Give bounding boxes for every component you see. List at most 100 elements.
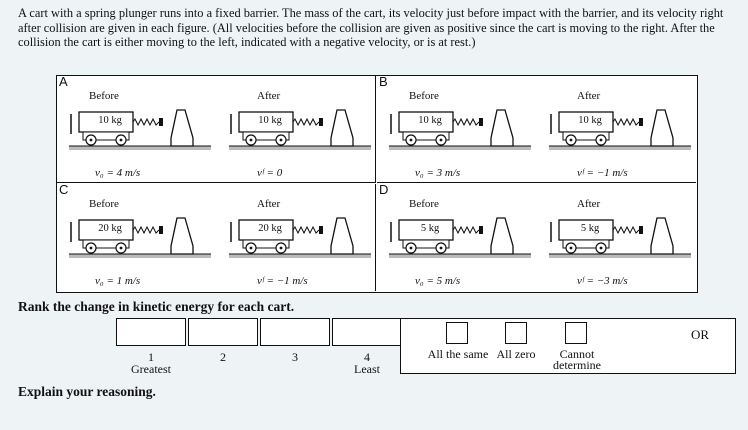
rank-number-4: 4 — [364, 350, 370, 364]
ground-floor — [229, 146, 371, 150]
wheel-hub — [89, 138, 93, 142]
cart-diagram — [229, 217, 371, 258]
velocity-after: vᶠ = −1 m/s — [257, 275, 308, 287]
wheel-hub — [249, 246, 253, 250]
velocity-before: v₀ = 4 m/s — [95, 167, 141, 179]
rank-box-2[interactable] — [188, 318, 258, 346]
wheel-hub — [599, 246, 603, 250]
wheel-hub — [119, 246, 123, 250]
wheel-axle — [242, 239, 290, 249]
rank-number-3: 3 — [292, 350, 298, 364]
cart-mass-label: 10 kg — [258, 115, 282, 126]
wheel-axle — [562, 239, 610, 249]
wheel-axle — [242, 131, 290, 141]
greatest-label: Greatest — [131, 362, 171, 376]
ground-floor — [549, 254, 691, 258]
wheel-hub — [249, 138, 253, 142]
barrier-icon — [650, 109, 674, 147]
cart-mass-label: 5 kg — [580, 223, 600, 234]
panel-label: A — [59, 74, 68, 89]
barrier-icon — [490, 217, 514, 255]
wheel-axle — [82, 239, 130, 249]
after-caption: After — [257, 90, 281, 102]
ground-floor — [549, 146, 691, 150]
ground-floor — [229, 254, 371, 258]
or-label: OR — [691, 327, 710, 342]
barrier-icon — [490, 109, 514, 147]
spring-icon — [292, 225, 320, 235]
plunger-head — [479, 226, 483, 234]
cart-scene-after: 10 kg — [545, 106, 695, 166]
spring-icon — [132, 225, 160, 235]
barrier-icon — [170, 109, 194, 147]
cart-mass-label: 10 kg — [418, 115, 442, 126]
all-zero-label: All zero — [496, 347, 536, 361]
cart-scene-after: 20 kg — [225, 214, 375, 274]
after-caption: After — [577, 198, 601, 210]
spring-icon — [452, 117, 480, 127]
cart-mass-label: 10 kg — [578, 115, 602, 126]
wheel-axle — [562, 131, 610, 141]
cart-scene-before: 5 kg — [385, 214, 535, 274]
least-label: Least — [354, 362, 380, 376]
cart-diagram — [229, 109, 371, 150]
spring-icon — [612, 225, 640, 235]
cart-diagram — [549, 217, 691, 258]
velocity-before: v₀ = 1 m/s — [95, 275, 141, 287]
wheel-hub — [409, 246, 413, 250]
velocity-after: vᶠ = −1 m/s — [577, 167, 628, 179]
spring-icon — [452, 225, 480, 235]
plunger-head — [639, 226, 643, 234]
panel-c: C Before After 20 kg 20 kg v₀ = 1 m/s vᶠ… — [57, 182, 376, 291]
wheel-hub — [119, 138, 123, 142]
cart-diagram — [389, 109, 531, 150]
rank-number-2: 2 — [220, 350, 226, 364]
panel-label: C — [59, 182, 69, 197]
cannot-determine-label: Cannot determine — [553, 347, 601, 372]
ground-floor — [389, 146, 531, 150]
rank-number-1: 1 — [148, 350, 154, 364]
ground-floor — [69, 254, 211, 258]
all-same-checkbox[interactable] — [446, 322, 468, 344]
all-zero-checkbox[interactable] — [505, 322, 527, 344]
rank-box-3[interactable] — [260, 318, 330, 346]
cart-scene-before: 10 kg — [65, 106, 215, 166]
cannot-determine-checkbox[interactable] — [565, 322, 587, 344]
cart-diagram — [69, 217, 211, 258]
wheel-axle — [402, 131, 450, 141]
barrier-icon — [650, 217, 674, 255]
cart-scene-after: 10 kg — [225, 106, 375, 166]
barrier-icon — [330, 217, 354, 255]
barrier-icon — [330, 109, 354, 147]
wheel-hub — [569, 246, 573, 250]
cart-mass-label: 10 kg — [98, 115, 122, 126]
panel-b: B Before After 10 kg 10 kg v₀ = 3 m/s vᶠ… — [377, 74, 696, 183]
explain-prompt: Explain your reasoning. — [18, 384, 156, 399]
rank-box-1[interactable] — [116, 318, 186, 346]
after-caption: After — [257, 198, 281, 210]
plunger-head — [159, 118, 163, 126]
cart-scene-before: 10 kg — [385, 106, 535, 166]
ground-floor — [389, 254, 531, 258]
plunger-head — [639, 118, 643, 126]
plunger-head — [319, 226, 323, 234]
plunger-head — [479, 118, 483, 126]
rank-box-4[interactable] — [332, 318, 402, 346]
spring-icon — [132, 117, 160, 127]
cart-mass-label: 5 kg — [420, 223, 440, 234]
cart-scene-after: 5 kg — [545, 214, 695, 274]
panel-d: D Before After 5 kg 5 kg v₀ = 5 m/s vᶠ =… — [377, 182, 696, 291]
cart-mass-label: 20 kg — [98, 223, 122, 234]
before-caption: Before — [409, 198, 439, 210]
velocity-after: vᶠ = 0 — [257, 167, 283, 179]
velocity-before: v₀ = 3 m/s — [415, 167, 461, 179]
after-caption: After — [577, 90, 601, 102]
panel-label: B — [379, 74, 388, 89]
cart-diagram — [69, 109, 211, 150]
plunger-head — [159, 226, 163, 234]
spring-icon — [292, 117, 320, 127]
alternative-answers-box: OR All the same All zero Cannot determin… — [400, 318, 736, 374]
problem-statement: A cart with a spring plunger runs into a… — [18, 6, 724, 50]
velocity-after: vᶠ = −3 m/s — [577, 275, 628, 287]
wheel-hub — [279, 138, 283, 142]
